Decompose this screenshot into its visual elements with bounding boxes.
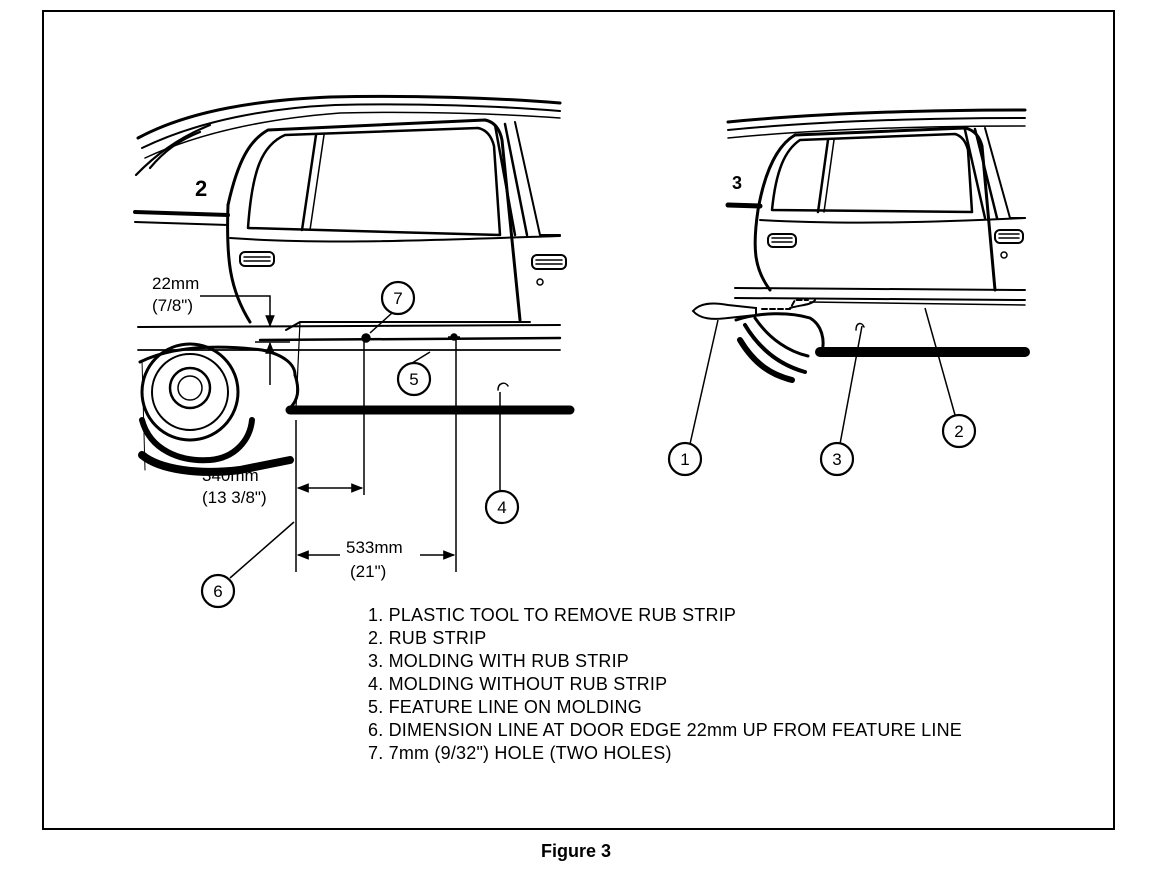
left-dimension-text: 22mm (7/8") 340mm (13 3/8") 533mm (21"): [152, 274, 403, 581]
left-callouts: 7 5 4 6: [200, 280, 520, 609]
dim-22-imperial: (7/8"): [152, 296, 193, 315]
plastic-tool: [691, 302, 757, 320]
dim-340-imperial: (13 3/8"): [202, 488, 267, 507]
legend-item-1: 1. PLASTIC TOOL TO REMOVE RUB STRIP: [368, 605, 737, 625]
legend-item-3: 3. MOLDING WITH RUB STRIP: [368, 651, 630, 671]
svg-text:3: 3: [732, 173, 742, 193]
legend-item-7: 7. 7mm (9/32") HOLE (TWO HOLES): [368, 743, 672, 763]
dim-533-imperial: (21"): [350, 562, 386, 581]
dim-533-metric: 533mm: [346, 538, 403, 557]
dim-22-metric: 22mm: [152, 274, 199, 293]
callout-5: 5: [409, 370, 418, 389]
callout-4: 4: [497, 498, 506, 517]
right-callouts: 1 3 2: [667, 413, 977, 477]
legend-item-2: 2. RUB STRIP: [368, 628, 487, 648]
dim-340-metric: 340mm: [202, 466, 259, 485]
legend-item-4: 4. MOLDING WITHOUT RUB STRIP: [368, 674, 668, 694]
legend-list: 1. PLASTIC TOOL TO REMOVE RUB STRIP 2. R…: [368, 604, 962, 765]
figure-frame: [42, 10, 1115, 830]
figure-caption: Figure 3: [540, 841, 611, 861]
left-dimension-lines: [200, 295, 501, 579]
svg-text:2: 2: [195, 176, 207, 201]
callout-6: 6: [213, 582, 222, 601]
callout-1: 1: [680, 450, 689, 469]
right-car-view: 3: [725, 108, 1030, 383]
callout-3: 3: [832, 450, 841, 469]
legend-item-6: 6. DIMENSION LINE AT DOOR EDGE 22mm UP F…: [368, 720, 962, 740]
callout-7: 7: [393, 289, 402, 308]
left-car-view: 2: [133, 94, 575, 476]
legend-item-5: 5. FEATURE LINE ON MOLDING: [368, 697, 642, 717]
right-leader-lines: [689, 307, 956, 445]
callout-2: 2: [954, 422, 963, 441]
